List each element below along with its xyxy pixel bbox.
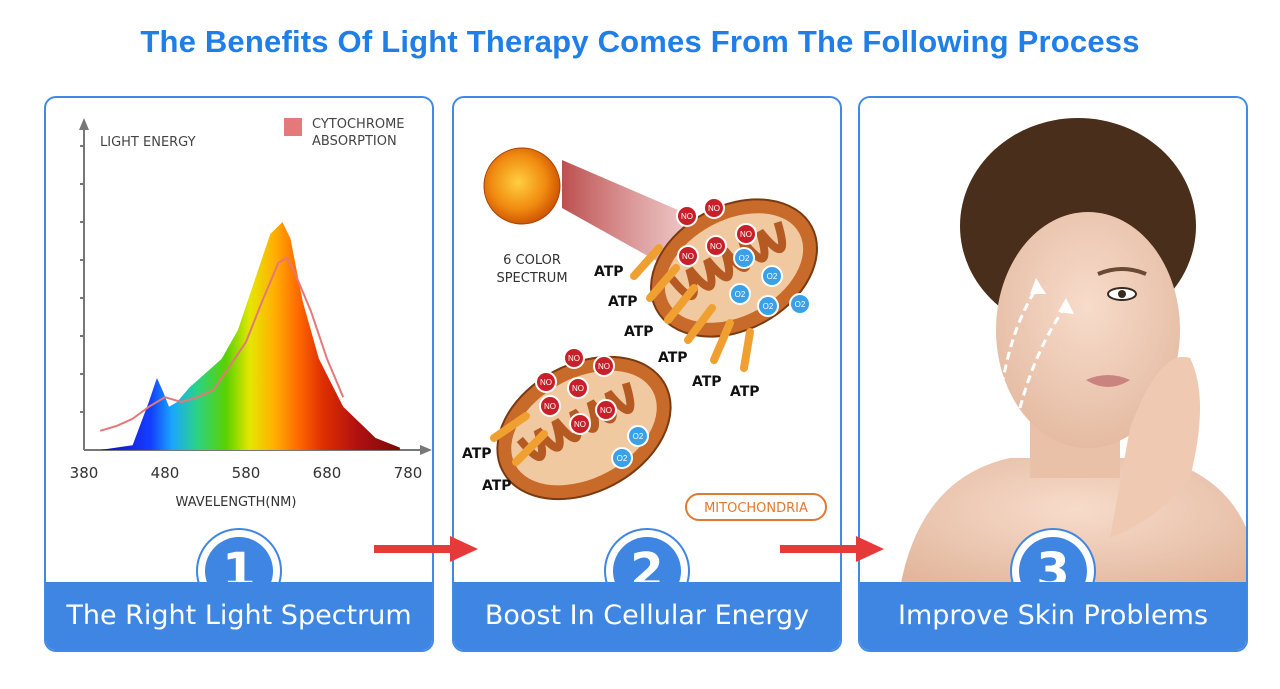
y-axis-arrow: [79, 118, 89, 130]
o2-label: O2: [739, 254, 750, 263]
no-label: NO: [681, 212, 693, 221]
step-3-card: 3 Improve Skin Problems: [858, 96, 1248, 652]
spectrum-label-2: SPECTRUM: [496, 271, 567, 286]
x-tick-label: 780: [394, 464, 423, 482]
sun-icon: [483, 147, 561, 225]
o2-molecule: [757, 295, 779, 317]
o2-molecule: [729, 283, 751, 305]
step-3-caption: Improve Skin Problems: [860, 582, 1246, 650]
atp-label: ATP: [624, 324, 654, 340]
no-molecule: [569, 413, 591, 435]
atp-label: ATP: [658, 350, 688, 366]
mitochondria-label: MITOCHONDRIA: [704, 501, 808, 516]
o2-molecule: [789, 293, 811, 315]
no-molecule: [703, 197, 725, 219]
no-molecule: [735, 223, 757, 245]
step-1-caption: The Right Light Spectrum: [46, 582, 432, 650]
x-axis-label: WAVELENGTH(NM): [176, 495, 297, 510]
o2-label: O2: [767, 272, 778, 281]
o2-label: O2: [763, 302, 774, 311]
no-molecule: [535, 371, 557, 393]
o2-molecule: [611, 447, 633, 469]
eyebrow: [1097, 267, 1147, 276]
atp-arrows: [490, 244, 754, 466]
no-molecule: [563, 347, 585, 369]
spectrum-chart: LIGHT ENERGY CYTOCHROME ABSORPTION 380 48…: [70, 117, 432, 510]
no-label: NO: [544, 402, 556, 411]
spectrum-label-1: 6 COLOR: [503, 253, 561, 268]
atp-label: ATP: [692, 374, 722, 390]
no-molecule: [676, 205, 698, 227]
spectrum-area: [100, 222, 400, 450]
no-label: NO: [568, 354, 580, 363]
arrow-2-to-3: [780, 536, 884, 562]
o2-label: O2: [795, 300, 806, 309]
x-tick-label: 680: [313, 464, 342, 482]
mitochondria-illustration: 6 COLOR SPECTRUM NO NO NO NO NO NO NO NO NO NO NO N…: [462, 147, 827, 521]
no-label: NO: [540, 378, 552, 387]
cytochrome-absorption-line: [99, 256, 345, 432]
o2-label: O2: [633, 432, 644, 441]
y-axis-label: LIGHT ENERGY: [100, 135, 196, 150]
step-2-caption: Boost In Cellular Energy: [454, 582, 840, 650]
no-molecule: [705, 235, 727, 257]
x-tick-label: 580: [232, 464, 261, 482]
no-molecule: [677, 245, 699, 267]
x-axis-arrow: [420, 445, 432, 455]
no-label: NO: [598, 362, 610, 371]
atp-label: ATP: [730, 384, 760, 400]
no-label: NO: [572, 384, 584, 393]
atp-label: ATP: [462, 446, 492, 462]
no-label: NO: [740, 230, 752, 239]
atp-label: ATP: [482, 478, 512, 494]
legend-swatch: [284, 118, 302, 136]
no-molecule: [593, 355, 615, 377]
legend-label-2: ABSORPTION: [312, 134, 397, 149]
x-tick-label: 380: [70, 464, 99, 482]
lips: [1086, 375, 1130, 387]
page-title: The Benefits Of Light Therapy Comes From…: [140, 24, 1140, 59]
mitochondria-tag: [685, 493, 827, 521]
o2-label: O2: [735, 290, 746, 299]
x-tick-label: 480: [151, 464, 180, 482]
mitochondrion-upper: [650, 198, 818, 338]
woman-portrait: [860, 98, 1246, 588]
no-molecule: [539, 395, 561, 417]
step-1-card: LIGHT ENERGY CYTOCHROME ABSORPTION 380 48…: [44, 96, 434, 652]
no-label: NO: [574, 420, 586, 429]
no-molecule: [567, 377, 589, 399]
arrow-1-to-2: [374, 536, 478, 562]
atp-label: ATP: [608, 294, 638, 310]
o2-molecule: [733, 247, 755, 269]
no-label: NO: [708, 204, 720, 213]
no-label: NO: [600, 406, 612, 415]
step-2-card: 6 COLOR SPECTRUM NO NO NO NO NO NO NO NO NO NO NO N…: [452, 96, 842, 652]
lift-arrow: [998, 285, 1040, 399]
hand: [1110, 356, 1200, 538]
no-molecule: [595, 399, 617, 421]
o2-molecule: [761, 265, 783, 287]
o2-molecule: [627, 425, 649, 447]
legend-label-1: CYTOCHROME: [312, 117, 405, 132]
o2-label: O2: [617, 454, 628, 463]
no-label: NO: [682, 252, 694, 261]
atp-label: ATP: [594, 264, 624, 280]
no-label: NO: [710, 242, 722, 251]
